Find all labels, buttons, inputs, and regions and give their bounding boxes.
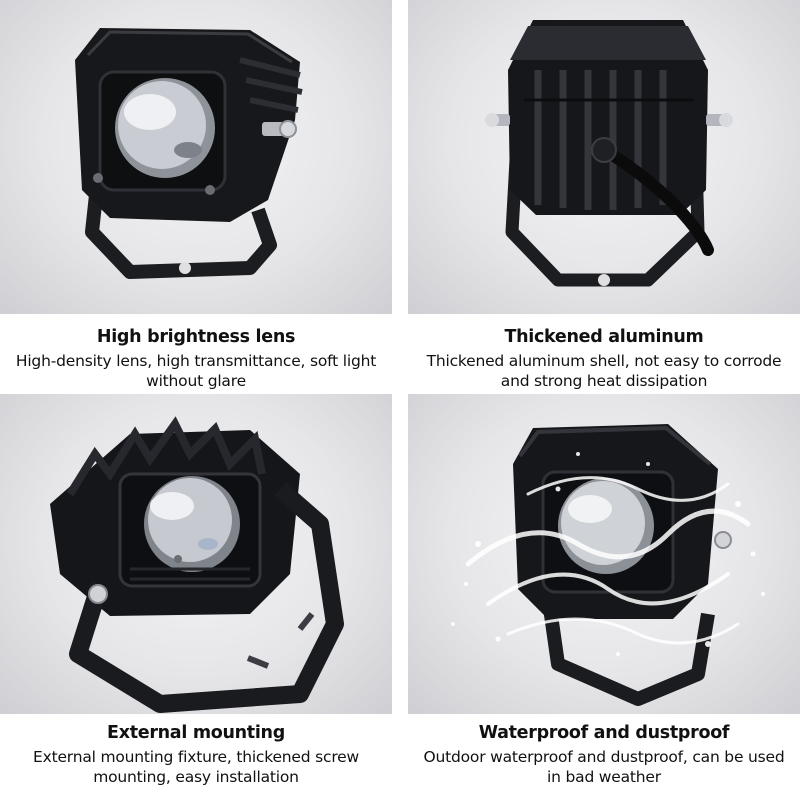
feature-description: Outdoor waterproof and dustproof, can be… xyxy=(423,748,785,786)
led-light-front-image xyxy=(75,28,303,279)
feature-description: High-density lens, high transmittance, s… xyxy=(15,352,377,390)
product-photo-waterproof xyxy=(408,394,800,714)
feature-title: External mounting xyxy=(107,723,285,743)
feature-title: Waterproof and dustproof xyxy=(478,723,730,743)
feature-description: Thickened aluminum shell, not easy to co… xyxy=(426,352,782,390)
feature-title: Thickened aluminum xyxy=(504,327,704,347)
feature-card-lens: High brightness lens High-density lens, … xyxy=(0,0,392,400)
feature-card-waterproof: Waterproof and dustproof Outdoor waterpr… xyxy=(408,394,800,800)
feature-card-mounting: External mounting External mounting fixt… xyxy=(0,394,392,800)
product-photo-back xyxy=(408,0,800,314)
feature-description: External mounting fixture, thickened scr… xyxy=(33,748,359,786)
feature-card-aluminum: Thickened aluminum Thickened aluminum sh… xyxy=(408,0,800,400)
led-light-mounting-image xyxy=(50,416,344,713)
feature-title: High brightness lens xyxy=(96,327,296,347)
product-photo-front xyxy=(0,0,392,314)
led-light-water-splash-image xyxy=(451,424,765,706)
led-light-back-image xyxy=(485,20,733,287)
product-photo-mounting xyxy=(0,394,392,714)
